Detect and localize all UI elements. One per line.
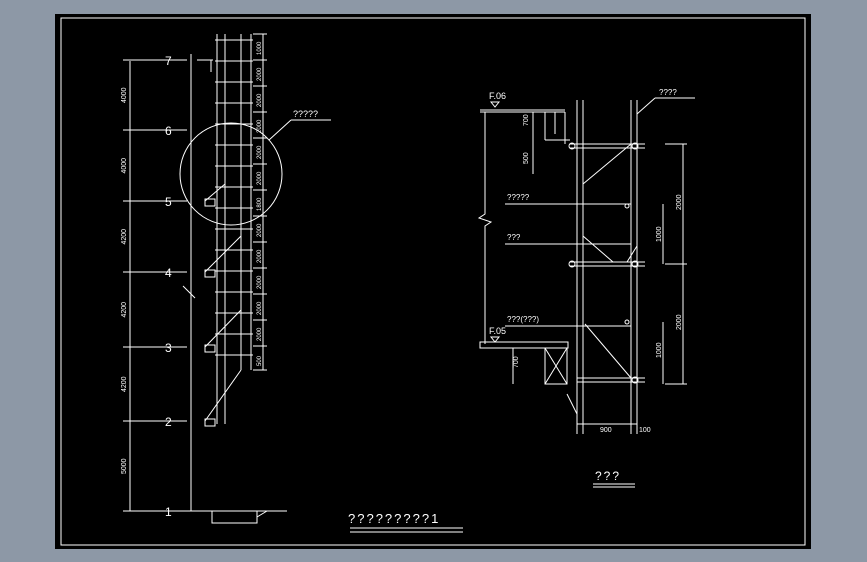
coupler xyxy=(568,142,576,150)
bottom-dim-0: 900 xyxy=(600,427,612,434)
floor-level-4: 4 xyxy=(165,266,172,280)
anchor-plate xyxy=(204,344,216,353)
diagonal-brace xyxy=(204,183,226,202)
storey-dimension: 4000 xyxy=(121,158,128,174)
vertical-dimension: 2000 xyxy=(257,249,263,263)
diagonal-brace xyxy=(204,235,242,273)
cantilever-beam xyxy=(544,347,568,385)
callout-leader xyxy=(268,119,292,141)
right-dim-1: 1000 xyxy=(656,226,663,242)
coupler xyxy=(624,203,630,209)
left-elevation: 5000 4200 4200 4200 4000 4000 1 2 3 4 5 6 7 1000 200… xyxy=(121,33,463,533)
strut xyxy=(566,393,578,415)
floor-level-7: 7 xyxy=(165,54,172,68)
vertical-dimension: 2000 xyxy=(257,171,263,185)
diagonal-brace xyxy=(584,323,632,379)
foundation-block xyxy=(211,510,258,524)
small-dim-1: 500 xyxy=(523,152,530,164)
anchor-plate xyxy=(204,198,216,207)
anchor-plate xyxy=(204,269,216,278)
diagonal-brace xyxy=(204,369,242,422)
coupler xyxy=(624,319,630,325)
coupler xyxy=(631,260,639,268)
left-title: ?????????1 xyxy=(348,511,440,526)
right-title: ??? xyxy=(595,469,621,483)
small-dim-2: 700 xyxy=(513,356,520,368)
vertical-dimension: 2000 xyxy=(257,67,263,81)
diagonal-brace xyxy=(582,143,632,185)
vertical-dimension: 1800 xyxy=(257,197,263,211)
right-dim-3: 1000 xyxy=(656,342,663,358)
floor-level-5: 5 xyxy=(165,195,172,209)
label-2: ??? xyxy=(507,233,521,242)
storey-dimension: 4200 xyxy=(121,229,128,245)
label-top: ???? xyxy=(659,88,677,97)
detail-circle xyxy=(179,122,283,226)
label-3: ???(???) xyxy=(507,315,539,324)
coupler xyxy=(631,142,639,150)
slab-bottom xyxy=(479,341,569,349)
coupler xyxy=(568,260,576,268)
vertical-dimension: 2000 xyxy=(257,93,263,107)
coupler xyxy=(631,376,639,384)
vertical-dimension: 2000 xyxy=(257,275,263,289)
vertical-dimension: 2000 xyxy=(257,301,263,315)
floor-level-3: 3 xyxy=(165,341,172,355)
elevation-top-marker xyxy=(489,101,501,108)
floor-level-1: 1 xyxy=(165,505,172,519)
bottom-dim-1: 100 xyxy=(639,427,651,434)
floor-level-6: 6 xyxy=(165,124,172,138)
small-dim-0: 700 xyxy=(523,114,530,126)
vertical-dimension: 500 xyxy=(257,355,263,366)
vertical-dimension: 2000 xyxy=(257,119,263,133)
elevation-bottom-marker xyxy=(489,336,501,343)
label-1: ????? xyxy=(507,193,530,202)
break-mark xyxy=(182,285,196,299)
storey-dimension: 4200 xyxy=(121,302,128,318)
storey-dimension: 5000 xyxy=(121,458,128,474)
ground-hatch xyxy=(256,510,268,518)
floor-level-2: 2 xyxy=(165,415,172,429)
right-dim-0: 2000 xyxy=(676,194,683,210)
storey-dimension: 4200 xyxy=(121,376,128,392)
elevation-top: F.06 xyxy=(489,91,506,101)
right-dim-2: 2000 xyxy=(676,314,683,330)
diagonal-brace xyxy=(582,235,614,263)
frame-border xyxy=(60,17,806,546)
diagonal-brace xyxy=(204,309,242,348)
vertical-dimension: 2000 xyxy=(257,145,263,159)
diagonal-brace xyxy=(626,245,638,263)
detail-callout: ????? xyxy=(293,109,318,119)
vertical-dimension: 1000 xyxy=(257,41,263,55)
vertical-dimension: 2000 xyxy=(257,223,263,237)
vertical-dimension: 2000 xyxy=(257,327,263,341)
top-leader xyxy=(636,97,656,115)
wall-break-line xyxy=(477,112,493,344)
drawing-sheet: 5000 4200 4200 4200 4000 4000 1 2 3 4 5 6 7 1000 200… xyxy=(55,14,811,549)
storey-dimension: 4000 xyxy=(121,87,128,103)
cad-drawing: 5000 4200 4200 4200 4000 4000 1 2 3 4 5 6 7 1000 200… xyxy=(60,17,806,546)
beam-hatch-2 xyxy=(544,347,568,385)
right-section: F.06 700 500 xyxy=(477,88,695,488)
elevation-bottom: F.05 xyxy=(489,326,506,336)
anchor-plate xyxy=(204,418,216,427)
